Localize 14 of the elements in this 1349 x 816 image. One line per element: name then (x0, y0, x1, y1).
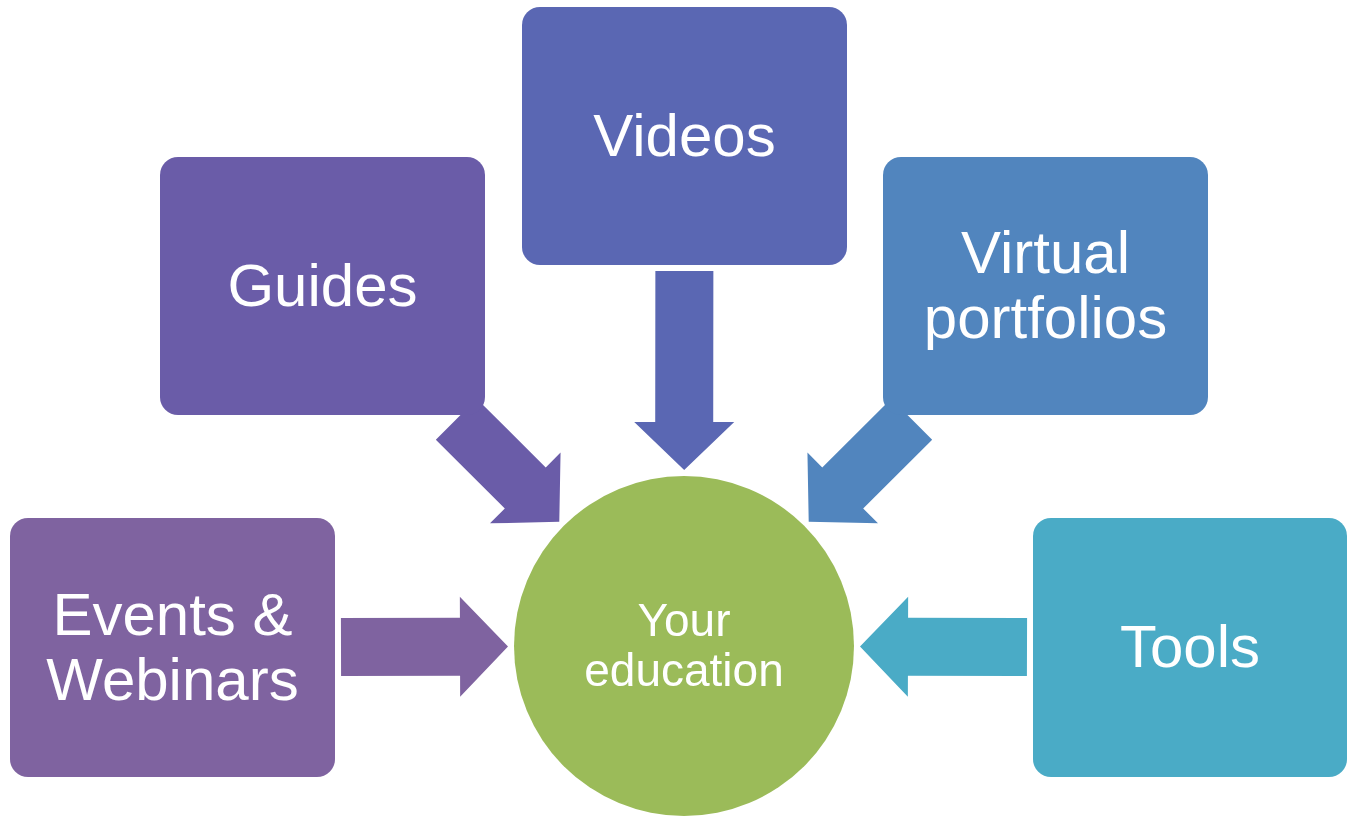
category-box (522, 7, 847, 265)
category-box (1033, 518, 1347, 777)
block-arrow (634, 270, 735, 470)
node-label: Events & Webinars (45, 582, 300, 713)
category-box (883, 157, 1208, 415)
node-label: Tools (1119, 615, 1261, 680)
node-label: Your education (583, 596, 785, 696)
node-label: Virtual portfolios (922, 221, 1169, 351)
node-label: Guides (227, 253, 418, 319)
category-box (10, 518, 335, 777)
block-arrow (340, 596, 508, 697)
block-arrow (860, 596, 1028, 697)
category-box (160, 157, 485, 415)
node-label: Videos (593, 103, 776, 169)
